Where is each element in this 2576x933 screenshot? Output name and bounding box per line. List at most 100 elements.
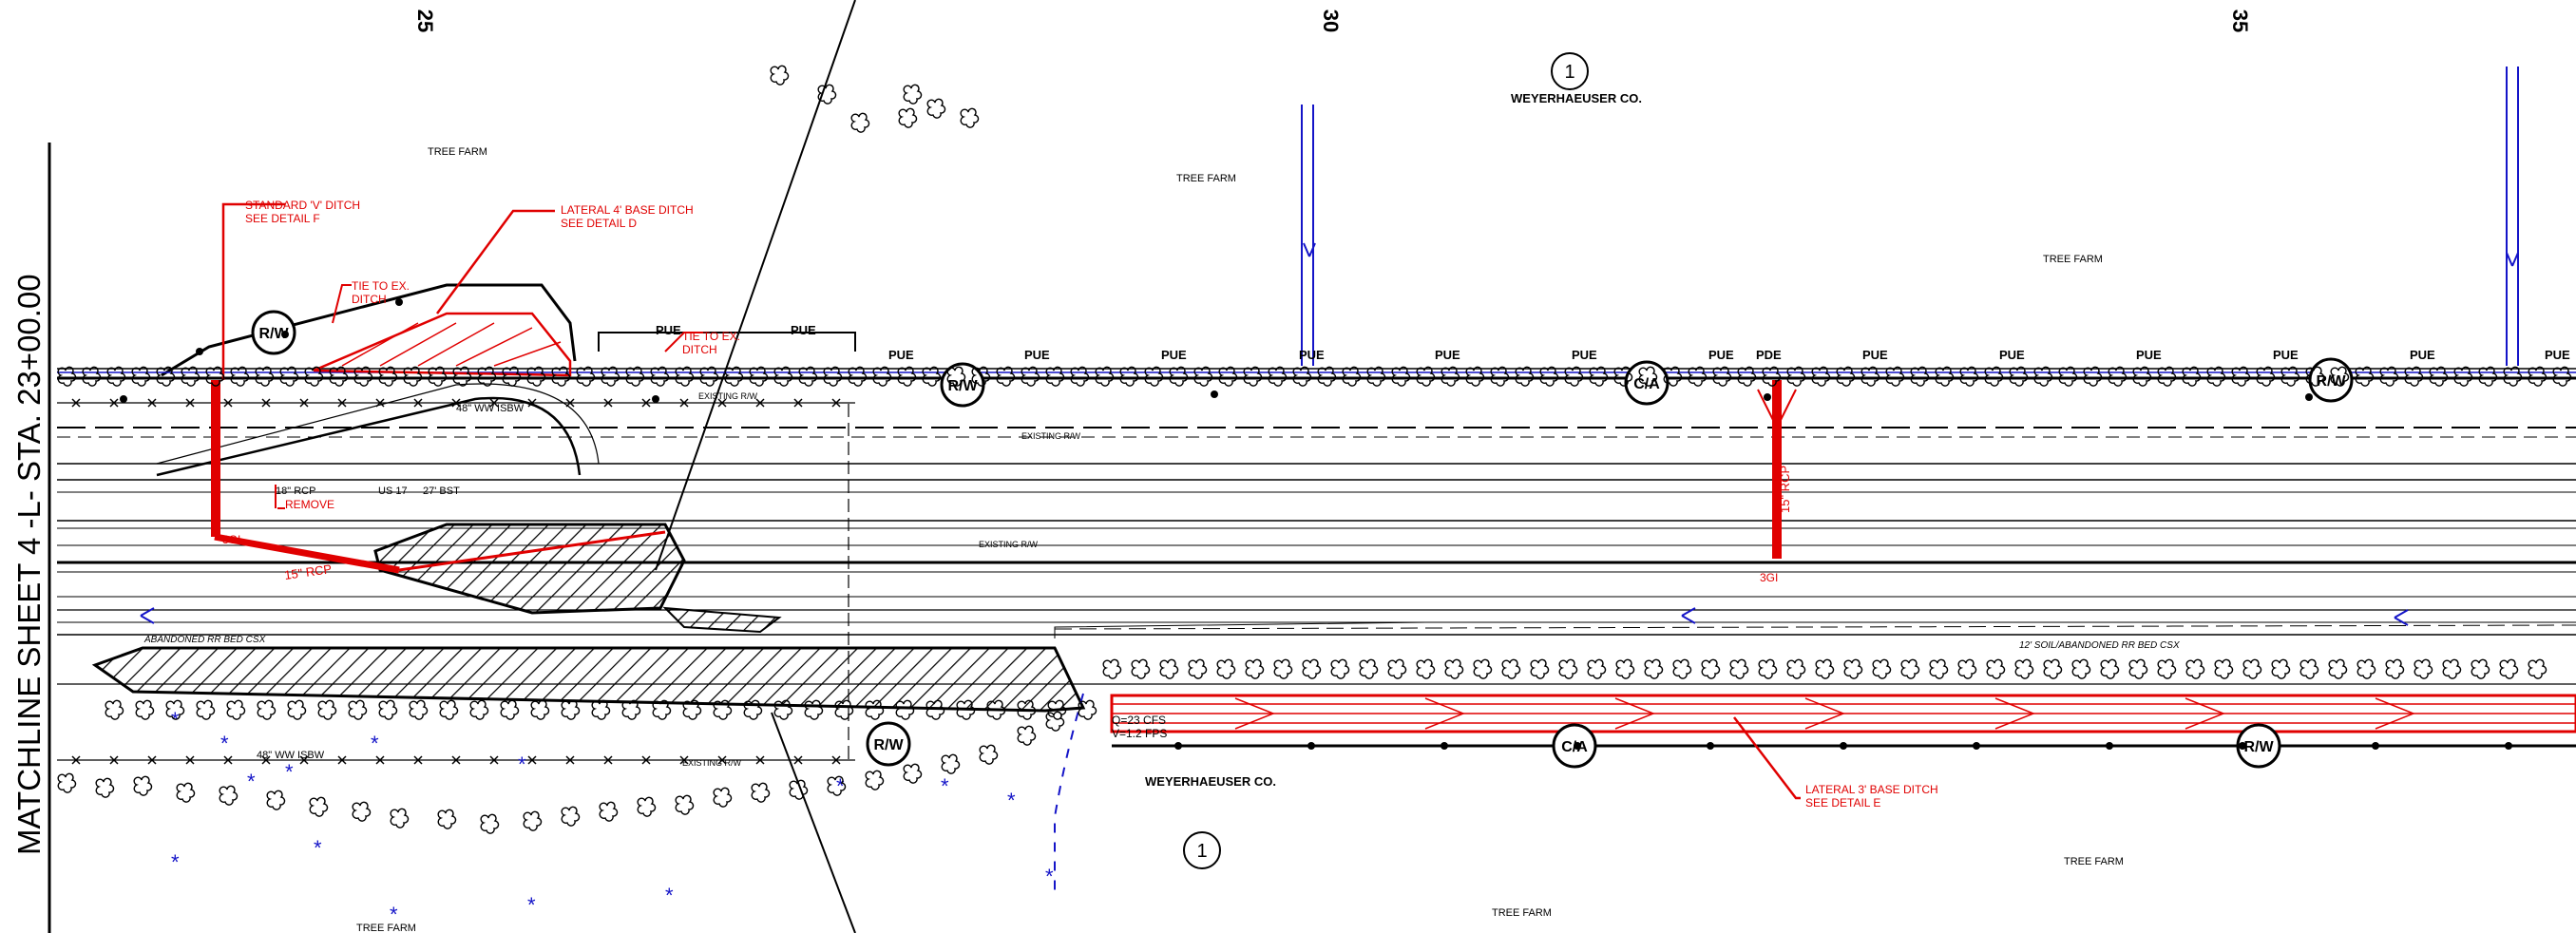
tree-symbol [1119,366,1139,387]
tree-symbol [591,699,611,720]
tree-symbol [865,770,885,790]
tree-symbol [1558,658,1578,679]
fence-mark [261,755,271,765]
tree-symbol [1441,366,1460,387]
tree-symbol [2214,658,2234,679]
remove-callout: REMOVE [285,498,334,511]
pue-labels: PUE PUE PUE PUE PUE PUE PUE PUE PUE PDE … [656,323,2570,362]
tree-symbol [2328,658,2348,679]
tree-symbol [1490,366,1510,387]
tree-symbol [1070,366,1090,387]
tree-symbol [1589,366,1609,387]
tree-symbol [1159,658,1179,679]
tree-symbol [2100,658,2120,679]
tree-symbol [1045,366,1065,387]
tree-symbol [2043,658,2063,679]
tree-symbol [477,366,497,387]
fence-mark [299,398,309,408]
tree-symbol [2280,366,2300,387]
tree-symbol [230,366,250,387]
svg-text:*: * [171,850,180,874]
tree-symbol [848,366,868,387]
tree-symbol [133,775,153,796]
svg-text:*: * [371,732,379,755]
fence-mark [641,398,651,408]
fence-mark [375,398,385,408]
tree-symbol [2071,658,2091,679]
fence-mark [793,398,803,408]
ca-marker-label: C/A [1633,376,1660,392]
existing-rw-2: EXISTING R/W [1021,431,1081,441]
fence-mark [337,398,347,408]
existing-rw-3: EXISTING R/W [979,540,1039,549]
utility-pole [1764,393,1771,401]
tree-symbol [403,366,423,387]
tree-symbol [1193,366,1213,387]
fence-mark [299,755,309,765]
tree-symbol [502,366,522,387]
pue-label: PUE [888,348,914,362]
pde-label: PDE [1756,348,1782,362]
tree-symbol [523,810,543,831]
tree-symbols [57,65,2572,834]
fence-mark [679,755,689,765]
tree-symbol [2014,658,2034,679]
tree-symbol [960,107,980,128]
tree-symbol [1701,658,1721,679]
utility-pole [120,395,127,403]
svg-text:*: * [1045,865,1054,888]
pue-label: PUE [656,323,681,337]
tree-symbol [2414,658,2433,679]
tree-symbol [82,366,102,387]
tree-symbol [903,763,923,784]
svg-text:*: * [518,752,526,776]
tree-farm-label-4: TREE FARM [2064,856,2124,867]
tree-symbol [1836,366,1856,387]
tree-symbol [872,366,892,387]
tie-ditch-1-line2: DITCH [352,293,387,306]
lateral-3-callout-2: SEE DETAIL E [1805,796,1880,809]
utility-pole [281,331,289,338]
fence-mark [109,398,119,408]
tree-symbol [1986,658,2006,679]
tree-symbol [437,809,457,829]
tree-symbol [255,366,275,387]
tree-symbol [2355,366,2375,387]
utility-pole [1574,742,1581,750]
proposed-callouts: STANDARD 'V' DITCH SEE DETAIL F LATERAL … [222,199,1938,809]
tree-symbol [1811,366,1831,387]
tree-symbol [378,699,398,720]
pue-label: PUE [2545,348,2570,362]
tree-symbol [1102,658,1122,679]
tree-symbol [1860,366,1880,387]
tree-symbol [287,699,307,720]
tree-symbol [650,366,670,387]
route-label: US 17 [378,486,408,497]
svg-text:*: * [285,760,294,784]
lateral-4-callout-2: SEE DETAIL D [561,217,637,230]
tree-farm-label-3: TREE FARM [2043,254,2103,265]
fence-mark [717,398,727,408]
tree-symbol [348,699,368,720]
tree-symbol [2128,658,2148,679]
tree-symbol [2058,366,2078,387]
utility-pole [2106,742,2113,750]
station-label-25: 25 [413,10,437,32]
tree-symbol [1587,658,1607,679]
tree-symbol [57,772,77,793]
tree-symbol [2132,366,2152,387]
bst-label: 27' BST [423,486,460,497]
tree-symbol [2157,658,2177,679]
v-ditch-callout-2: SEE DETAIL F [245,212,320,225]
tree-symbol [1644,658,1664,679]
tree-symbol [2185,658,2205,679]
svg-text:*: * [941,774,949,798]
tree-symbol [135,699,155,720]
tree-symbol [996,366,1016,387]
tree-symbol [1144,366,1164,387]
tree-symbol [1959,366,1979,387]
tree-symbol [1095,366,1115,387]
gi-2-label: 3GI [1760,571,1778,584]
tree-symbol [926,98,946,119]
linework [57,0,2576,933]
